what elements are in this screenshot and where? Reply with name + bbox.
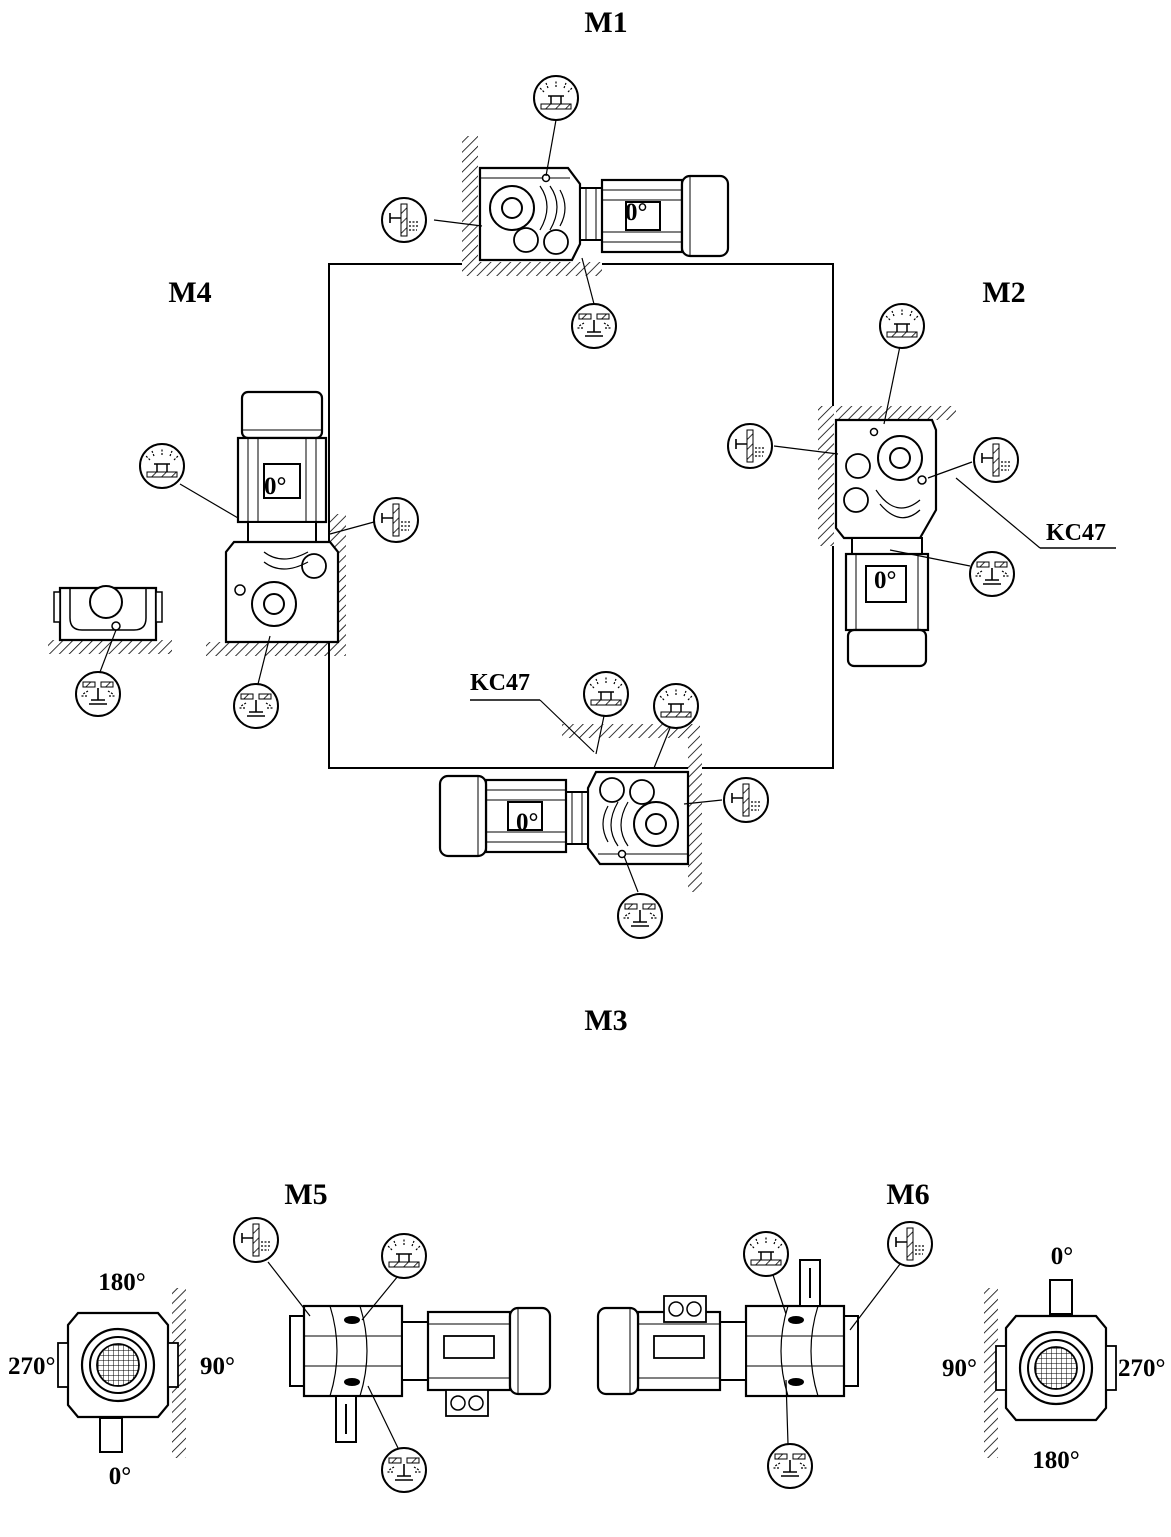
position-label-m3: M3 (584, 1004, 627, 1037)
m3-motor-angle: 0° (516, 809, 539, 836)
m1-wall (462, 136, 478, 264)
m2-wall (818, 406, 834, 546)
m4-motor-angle: 0° (264, 473, 287, 500)
m3-model-code: KC47 (470, 670, 530, 696)
m4-assembly: 0° (48, 390, 419, 729)
m5-terminal-box (445, 1389, 489, 1417)
position-label-m4: M4 (168, 276, 211, 309)
position-label-m1: M1 (584, 6, 627, 39)
m5-angle-bottom: 0° (109, 1463, 132, 1490)
m6-angle-top: 0° (1051, 1243, 1074, 1270)
m5-angle-right: 90° (200, 1353, 235, 1380)
m2-ceiling (836, 406, 956, 420)
m6-angle-left: 90° (942, 1355, 977, 1382)
position-label-m2: M2 (982, 276, 1025, 309)
m6-terminal-box (663, 1295, 707, 1323)
m1-floor (462, 262, 602, 276)
m2-assembly: 0° KC47 (727, 303, 1116, 668)
m6-assembly: 0° 90° 270° 180° (596, 1221, 1166, 1489)
m2-model-code: KC47 (1046, 520, 1106, 546)
m1-motor-angle: 0° (625, 199, 648, 226)
position-label-m5: M5 (284, 1178, 327, 1211)
m3-wall (688, 738, 702, 892)
m5-assembly: 180° 270° 90° 0° (8, 1217, 552, 1493)
m6-wall (984, 1288, 998, 1458)
m3-ceiling (562, 724, 700, 738)
position-label-m6: M6 (886, 1178, 929, 1211)
m5-angle-top: 180° (98, 1269, 146, 1296)
m5-angle-left: 270° (8, 1353, 56, 1380)
m6-angle-bottom: 180° (1032, 1447, 1080, 1474)
m1-assembly: 0° (381, 75, 730, 349)
m2-motor-angle: 0° (874, 567, 897, 594)
m5-wall (172, 1288, 186, 1458)
m6-angle-right: 270° (1118, 1355, 1166, 1382)
m3-assembly: 0° KC47 (438, 670, 769, 939)
